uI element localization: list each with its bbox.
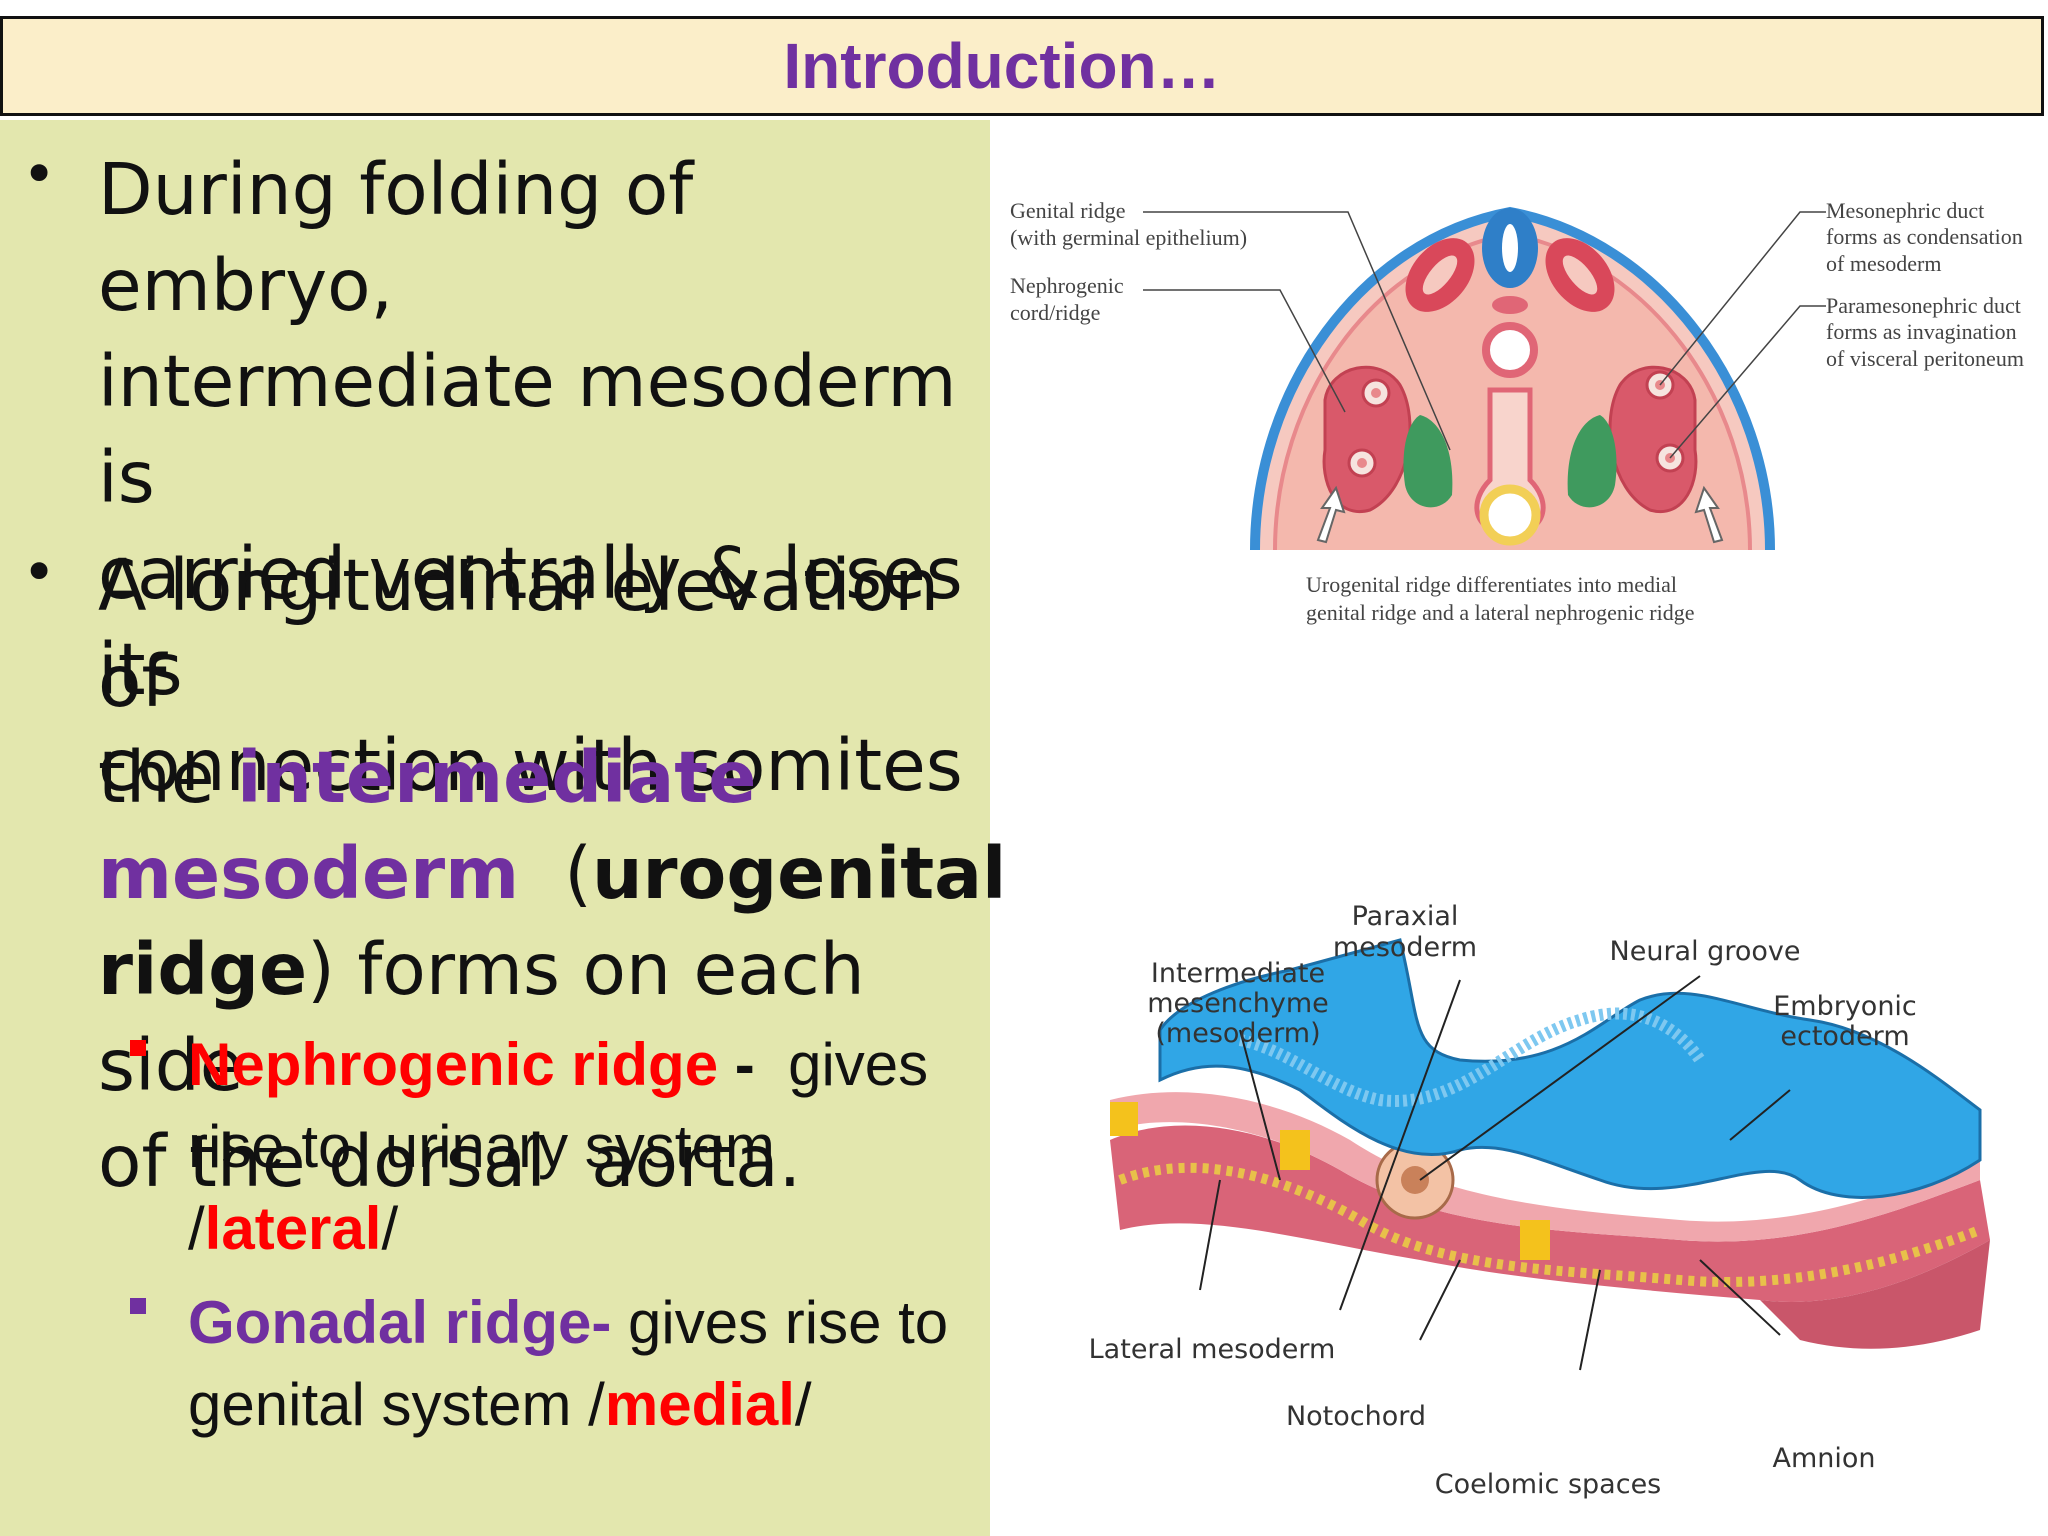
bullet-1-line: During folding of embryo, bbox=[98, 148, 694, 327]
bullet-2: A longitudinal elevation of the intermed… bbox=[98, 538, 1006, 1210]
text-run: gives rise to bbox=[611, 1289, 949, 1356]
sub-bullet-1-line: /lateral/ bbox=[188, 1188, 978, 1270]
neural-groove-ridge bbox=[1238, 1007, 1705, 1107]
dorsal-aorta bbox=[1482, 322, 1538, 378]
text-run: gives bbox=[771, 1031, 929, 1098]
sub-bullet-1-line: rise to urinary system bbox=[188, 1113, 775, 1180]
term-ridge: ridge bbox=[98, 928, 308, 1011]
intermediate-block bbox=[1110, 1102, 1138, 1136]
arrow-icon bbox=[1694, 485, 1724, 544]
genital-ridge-right bbox=[1567, 415, 1617, 508]
label-mesonephric: Mesonephric duct bbox=[1826, 198, 1984, 223]
label-genital-ridge: Genital ridge bbox=[1010, 198, 1125, 223]
label-neural-groove: Neural groove bbox=[1610, 936, 1801, 967]
label-lateral-mesoderm: Lateral mesoderm bbox=[1089, 1334, 1336, 1365]
text-run: the bbox=[98, 736, 238, 819]
bullet-1-line: connection with somites bbox=[98, 724, 963, 807]
sub-bullet-2-line: Gonadal ridge- gives rise to bbox=[188, 1282, 978, 1364]
label-intermediate: mesenchyme bbox=[1147, 988, 1329, 1019]
urogenital-ridge-diagram: Genital ridge (with germinal epithelium)… bbox=[1010, 198, 2024, 625]
caption: Urogenital ridge differentiates into med… bbox=[1306, 572, 1677, 597]
ectoderm-sheet bbox=[1158, 938, 1982, 1199]
bullet-2-line: the intermediate bbox=[98, 730, 978, 826]
sub-bullet-marker bbox=[130, 1298, 146, 1314]
term-lateral: lateral bbox=[204, 1195, 382, 1262]
term-urogenital: urogenital bbox=[592, 832, 1007, 915]
label-intermediate: (mesoderm) bbox=[1155, 1018, 1320, 1049]
lateral-plate bbox=[1118, 1162, 1982, 1287]
label-embryonic-ectoderm: ectoderm bbox=[1780, 1021, 1909, 1052]
term-intermediate: intermediate bbox=[237, 736, 757, 819]
text-run: ( bbox=[519, 832, 592, 915]
intermediate-block bbox=[1520, 1220, 1550, 1260]
label-coelomic-spaces: Coelomic spaces bbox=[1435, 1469, 1662, 1500]
text-run: / bbox=[381, 1195, 399, 1262]
text-run: genital system / bbox=[188, 1371, 605, 1438]
label-mesonephric: forms as condensation bbox=[1826, 224, 2023, 249]
sub-bullet-2: Gonadal ridge- gives rise to genital sys… bbox=[188, 1282, 978, 1446]
label-paramesonephric: forms as invagination bbox=[1826, 319, 2017, 344]
mesoderm-3d-diagram: Paraxial mesoderm Neural groove Intermed… bbox=[1089, 901, 1990, 1500]
sub-bullet-marker bbox=[130, 1040, 146, 1056]
title-bar: Introduction… bbox=[0, 16, 2044, 116]
label-intermediate: Intermediate bbox=[1151, 958, 1325, 989]
bullet-2-line: ridge) forms on each side bbox=[98, 922, 978, 1114]
slide-title: Introduction… bbox=[783, 30, 1221, 102]
label-embryonic-ectoderm: Embryonic bbox=[1773, 991, 1917, 1022]
bullet-1-line: carried ventrally & loses its bbox=[98, 532, 963, 711]
text-run: / bbox=[794, 1371, 812, 1438]
bullet-1: During folding of embryo, intermediate m… bbox=[98, 142, 978, 814]
notochord bbox=[1492, 296, 1528, 314]
label-mesonephric: of mesoderm bbox=[1826, 251, 1941, 276]
sub-bullet-1: Nephrogenic ridge - gives rise to urinar… bbox=[188, 1024, 978, 1270]
label-genital-ridge: (with germinal epithelium) bbox=[1010, 225, 1247, 250]
genital-ridge-left bbox=[1403, 415, 1453, 508]
term-nephrogenic-ridge: Nephrogenic ridge bbox=[188, 1031, 719, 1098]
text-run: - bbox=[718, 1031, 772, 1098]
text-run: ) forms on each side bbox=[98, 928, 865, 1107]
sub-bullet-1-line: Nephrogenic ridge - gives bbox=[188, 1024, 978, 1106]
gut-tube bbox=[1479, 484, 1541, 546]
label-nephrogenic: Nephrogenic bbox=[1010, 273, 1124, 298]
bullet-marker: • bbox=[22, 538, 57, 606]
text-panel bbox=[0, 120, 990, 1536]
caption: genital ridge and a lateral nephrogenic … bbox=[1306, 600, 1695, 625]
bullet-1-line: intermediate mesoderm is bbox=[98, 340, 957, 519]
label-amnion: Amnion bbox=[1772, 1443, 1875, 1474]
text-run: / bbox=[188, 1195, 205, 1262]
label-notochord: Notochord bbox=[1286, 1401, 1426, 1432]
arrow-icon bbox=[1316, 485, 1346, 544]
sub-bullet-2-line: genital system /medial/ bbox=[188, 1364, 978, 1446]
label-paramesonephric: of visceral peritoneum bbox=[1826, 346, 2024, 371]
term-medial: medial bbox=[604, 1371, 795, 1438]
label-paramesonephric: Paramesonephric duct bbox=[1826, 293, 2021, 318]
bullet-2-line: of the dorsal aorta. bbox=[98, 1120, 802, 1203]
endoderm-layer bbox=[1110, 1125, 1990, 1302]
term-mesoderm: mesoderm bbox=[98, 832, 520, 915]
term-gonadal-ridge: Gonadal ridge- bbox=[188, 1289, 612, 1356]
label-paraxial: Paraxial bbox=[1352, 901, 1459, 932]
label-nephrogenic: cord/ridge bbox=[1010, 300, 1100, 325]
label-paraxial: mesoderm bbox=[1333, 932, 1477, 963]
mesoderm-band bbox=[1110, 1092, 1980, 1242]
bullet-marker: • bbox=[22, 140, 57, 208]
bullet-2-line: mesoderm (urogenital bbox=[98, 826, 1006, 922]
intermediate-block bbox=[1280, 1130, 1310, 1170]
bullet-2-line: A longitudinal elevation of bbox=[98, 544, 940, 723]
